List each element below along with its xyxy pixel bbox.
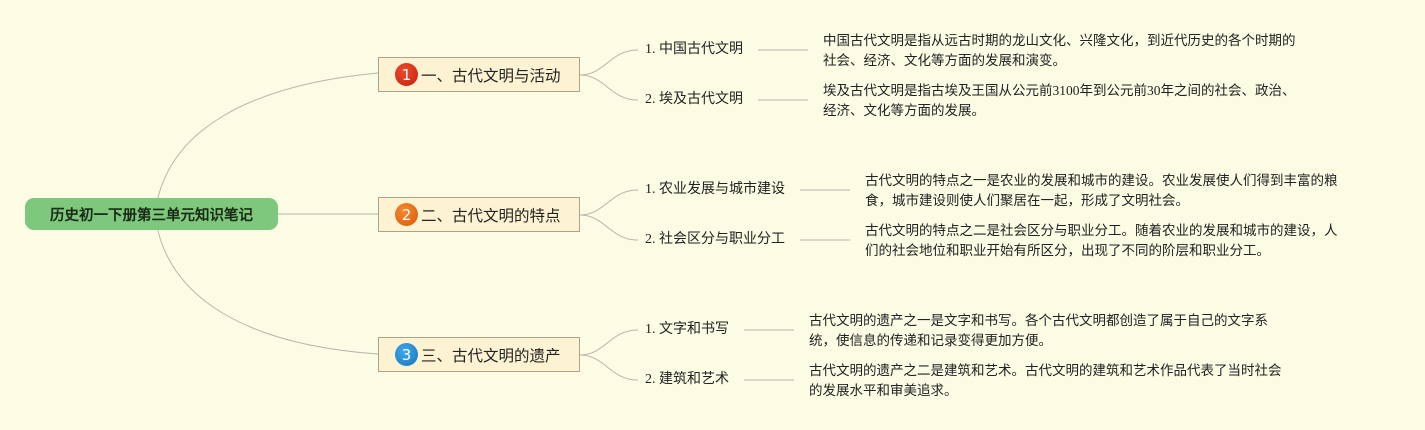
connector-topic-1-sub-2 (579, 74, 639, 101)
subtopic-node-2-2[interactable]: 2. 社会区分与职业分工 (645, 231, 785, 249)
topic-node-2[interactable]: 2 二、古代文明的特点 (378, 197, 580, 232)
description-line: 的发展水平和审美追求。 (809, 383, 958, 398)
connector-topic-3-sub-1 (579, 329, 639, 356)
topic-title: 三、古代文明的遗产 (421, 346, 561, 365)
description-line: 社会、经济、文化等方面的发展和演变。 (823, 53, 1066, 68)
description-line: 统，使信息的传递和记录变得更加方便。 (809, 333, 1052, 348)
subtopic-label: 1. 农业发展与城市建设 (645, 182, 785, 197)
description-line: 古代文明的遗产之一是文字和书写。各个古代文明都创造了属于自己的文字系 (809, 313, 1268, 328)
description-line: 古代文明的特点之二是社会区分与职业分工。随着农业的发展和城市的建设，人 (865, 223, 1338, 238)
topic-node-3[interactable]: 3 三、古代文明的遗产 (378, 337, 580, 372)
description-1-2: 埃及古代文明是指古埃及王国从公元前3100年到公元前30年之间的社会、政治、 经… (823, 81, 1296, 121)
root-title: 历史初一下册第三单元知识笔记 (50, 207, 253, 224)
description-line: 埃及古代文明是指古埃及王国从公元前3100年到公元前30年之间的社会、政治、 (823, 83, 1296, 98)
subtopic-node-2-1[interactable]: 1. 农业发展与城市建设 (645, 181, 785, 199)
connector-root-topic-1 (154, 72, 379, 215)
subtopic-label: 1. 中国古代文明 (645, 42, 743, 57)
description-3-2: 古代文明的遗产之二是建筑和艺术。古代文明的建筑和艺术作品代表了当时社会 的发展水… (809, 361, 1282, 401)
subtopic-label: 2. 建筑和艺术 (645, 372, 729, 387)
description-2-2: 古代文明的特点之二是社会区分与职业分工。随着农业的发展和城市的建设，人 们的社会… (865, 221, 1338, 261)
subtopic-node-3-2[interactable]: 2. 建筑和艺术 (645, 371, 729, 389)
topic-title: 二、古代文明的特点 (421, 206, 561, 225)
description-line: 经济、文化等方面的发展。 (823, 103, 985, 118)
connector-topic-1-sub-1 (579, 49, 639, 76)
description-1-1: 中国古代文明是指从远古时期的龙山文化、兴隆文化，到近代历史的各个时期的 社会、经… (823, 31, 1296, 71)
subtopic-label: 1. 文字和书写 (645, 322, 729, 337)
connector-topic-2-sub-2 (579, 214, 639, 241)
number-badge-icon: 3 (395, 343, 418, 366)
connector-topic-2-sub-1 (579, 189, 639, 216)
root-node[interactable]: 历史初一下册第三单元知识笔记 (25, 198, 278, 230)
subtopic-node-1-2[interactable]: 2. 埃及古代文明 (645, 91, 743, 109)
number-badge-icon: 2 (395, 203, 418, 226)
description-line: 中国古代文明是指从远古时期的龙山文化、兴隆文化，到近代历史的各个时期的 (823, 33, 1296, 48)
subtopic-label: 2. 社会区分与职业分工 (645, 232, 785, 247)
topic-title: 一、古代文明与活动 (421, 66, 561, 85)
subtopic-node-3-1[interactable]: 1. 文字和书写 (645, 321, 729, 339)
subtopic-label: 2. 埃及古代文明 (645, 92, 743, 107)
description-line: 古代文明的特点之一是农业的发展和城市的建设。农业发展使人们得到丰富的粮 (865, 173, 1338, 188)
description-3-1: 古代文明的遗产之一是文字和书写。各个古代文明都创造了属于自己的文字系 统，使信息… (809, 311, 1268, 351)
connector-topic-3-sub-2 (579, 354, 639, 381)
connector-root-topic-3 (154, 213, 379, 355)
description-line: 们的社会地位和职业开始有所区分，出现了不同的阶层和职业分工。 (865, 243, 1270, 258)
subtopic-node-1-1[interactable]: 1. 中国古代文明 (645, 41, 743, 59)
description-2-1: 古代文明的特点之一是农业的发展和城市的建设。农业发展使人们得到丰富的粮 食，城市… (865, 171, 1338, 211)
description-line: 食，城市建设则使人们聚居在一起，形成了文明社会。 (865, 193, 1189, 208)
description-line: 古代文明的遗产之二是建筑和艺术。古代文明的建筑和艺术作品代表了当时社会 (809, 363, 1282, 378)
number-badge-icon: 1 (395, 63, 418, 86)
topic-node-1[interactable]: 1 一、古代文明与活动 (378, 57, 580, 92)
